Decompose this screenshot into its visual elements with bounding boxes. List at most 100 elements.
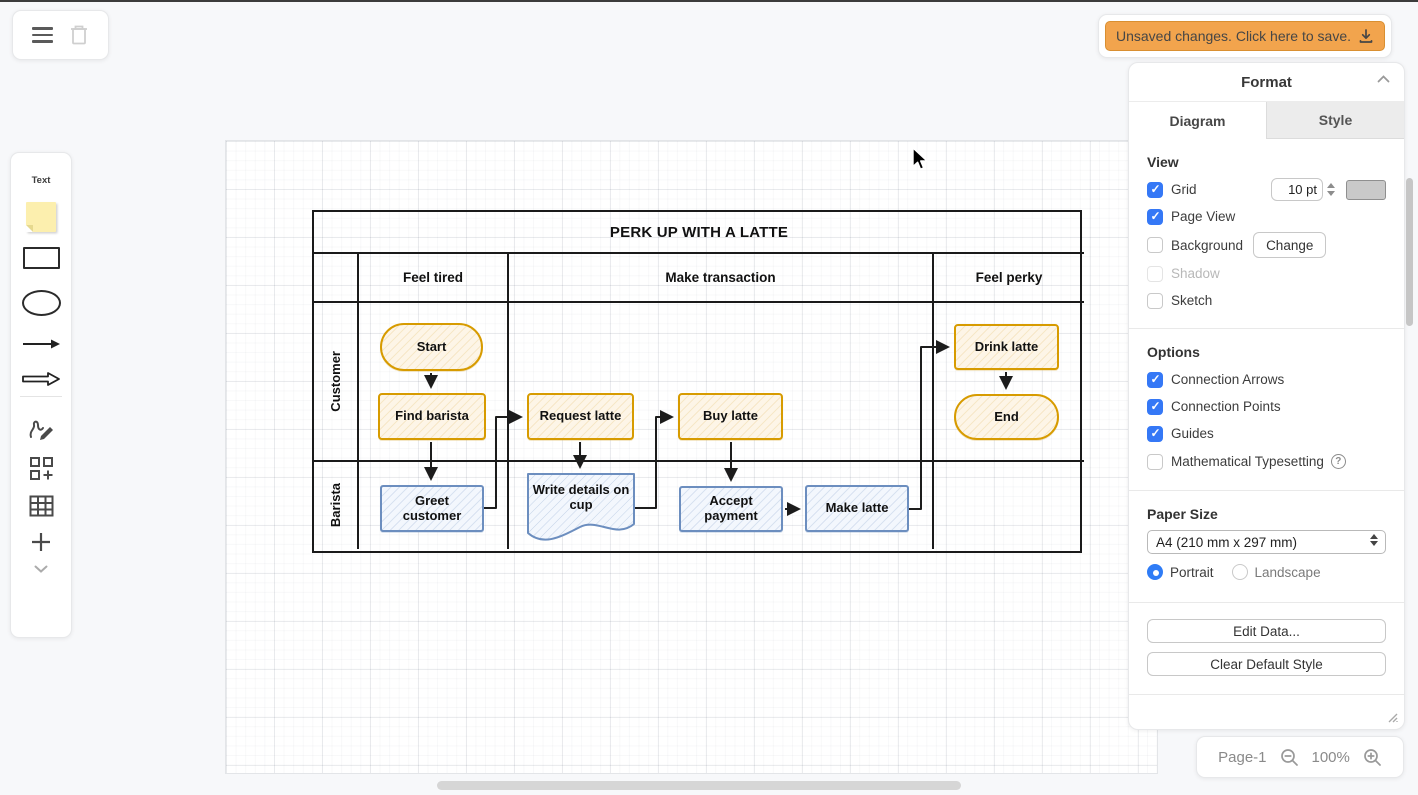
download-icon — [1359, 29, 1373, 43]
phase-header-feel-perky[interactable]: Feel perky — [934, 254, 1084, 303]
portrait-label: Portrait — [1170, 564, 1214, 580]
view-section-heading: View — [1147, 154, 1179, 170]
guides-label: Guides — [1171, 426, 1214, 441]
select-arrows-icon — [1370, 534, 1378, 546]
menu-icon[interactable] — [32, 27, 53, 43]
page-status-bar: Page-1 100% — [1196, 736, 1404, 778]
lane-label-barista[interactable]: Barista — [314, 462, 359, 549]
math-typesetting-label: Mathematical Typesetting — [1171, 454, 1324, 469]
connection-arrows-checkbox[interactable] — [1147, 371, 1163, 388]
window-top-edge — [0, 0, 1418, 2]
landscape-label: Landscape — [1254, 564, 1321, 580]
math-typesetting-checkbox[interactable] — [1147, 453, 1163, 470]
section-divider — [1129, 490, 1404, 491]
save-banner-card: Unsaved changes. Click here to save. — [1098, 14, 1392, 58]
collapse-panel-chevron-icon[interactable] — [1377, 75, 1390, 83]
grid-color-swatch[interactable] — [1346, 179, 1386, 200]
shadow-checkbox[interactable] — [1147, 265, 1163, 282]
page-name-label[interactable]: Page-1 — [1218, 748, 1267, 766]
options-section-heading: Options — [1147, 344, 1200, 360]
lane-cell — [934, 303, 1084, 462]
paper-size-select[interactable]: A4 (210 mm x 297 mm) — [1147, 530, 1386, 554]
more-shapes-icon[interactable] — [29, 456, 54, 481]
radio-dot — [1147, 564, 1163, 580]
section-divider — [1129, 328, 1404, 329]
edge-greet-request — [484, 410, 523, 509]
phase-header-make-transaction[interactable]: Make transaction — [509, 254, 934, 303]
format-panel: Format Diagram Style View Grid Page View… — [1128, 62, 1405, 730]
page-view-label: Page View — [1171, 209, 1236, 224]
portrait-radio[interactable]: Portrait — [1147, 564, 1214, 580]
guides-checkbox[interactable] — [1147, 425, 1163, 442]
change-background-button[interactable]: Change — [1253, 232, 1327, 258]
grid-checkbox[interactable] — [1147, 181, 1163, 198]
lane-cell — [359, 462, 509, 549]
background-label: Background — [1171, 237, 1244, 253]
note-shape-tool[interactable] — [26, 202, 56, 232]
node-accept-payment[interactable]: Accept payment — [679, 486, 783, 532]
radio-dot — [1231, 564, 1248, 580]
edge-makelatte-drink — [909, 340, 950, 510]
text-shape-tool[interactable]: Text — [31, 175, 51, 186]
ellipse-shape-tool[interactable] — [21, 290, 61, 316]
phase-header-feel-tired[interactable]: Feel tired — [359, 254, 509, 303]
unsaved-changes-button[interactable]: Unsaved changes. Click here to save. — [1105, 21, 1385, 51]
pool-corner-cell — [314, 254, 359, 303]
rectangle-shape-tool[interactable] — [22, 247, 60, 269]
node-request-latte[interactable]: Request latte — [527, 393, 634, 440]
paper-size-heading: Paper Size — [1147, 506, 1218, 522]
palette-expand-chevron-icon[interactable] — [34, 565, 48, 573]
landscape-radio[interactable]: Landscape — [1231, 564, 1321, 580]
grid-size-stepper[interactable] — [1323, 178, 1338, 201]
tab-diagram[interactable]: Diagram — [1129, 102, 1266, 139]
edit-data-button[interactable]: Edit Data... — [1147, 619, 1386, 643]
section-divider — [1129, 602, 1404, 603]
freehand-tool-icon[interactable] — [28, 417, 55, 442]
zoom-out-icon[interactable] — [1280, 748, 1299, 767]
background-checkbox[interactable] — [1147, 237, 1163, 253]
grid-size-input[interactable] — [1271, 178, 1323, 201]
main-toolbar — [12, 10, 109, 60]
node-greet-customer[interactable]: Greet customer — [380, 485, 484, 532]
paper-size-value: A4 (210 mm x 297 mm) — [1156, 534, 1298, 550]
tab-style[interactable]: Style — [1266, 102, 1404, 139]
horizontal-scrollbar[interactable] — [437, 781, 961, 790]
section-divider — [1129, 694, 1404, 695]
unsaved-changes-label: Unsaved changes. Click here to save. — [1115, 28, 1351, 44]
pool-title[interactable]: PERK UP WITH A LATTE — [314, 212, 1084, 254]
sketch-checkbox[interactable] — [1147, 292, 1163, 309]
help-icon[interactable] — [1330, 454, 1346, 469]
node-make-latte[interactable]: Make latte — [805, 485, 909, 532]
node-buy-latte[interactable]: Buy latte — [678, 393, 783, 440]
connector-layer — [424, 340, 1013, 541]
node-start[interactable]: Start — [380, 323, 483, 371]
node-find-barista[interactable]: Find barista — [378, 393, 486, 440]
palette-divider — [20, 396, 62, 397]
trash-icon[interactable] — [69, 24, 89, 46]
edge-writedetails-buy — [635, 410, 674, 509]
grid-label: Grid — [1171, 182, 1197, 197]
swimlane-pool[interactable]: PERK UP WITH A LATTE Feel tired Make tra… — [312, 210, 1084, 553]
lane-cell — [359, 303, 509, 462]
document-shape-write-details — [527, 473, 635, 541]
clear-default-style-button[interactable]: Clear Default Style — [1147, 652, 1386, 676]
table-tool-icon[interactable] — [29, 495, 54, 517]
lane-cell — [509, 303, 934, 462]
open-arrow-shape-tool[interactable] — [21, 370, 61, 388]
connection-points-checkbox[interactable] — [1147, 398, 1163, 415]
node-drink-latte[interactable]: Drink latte — [954, 324, 1059, 370]
node-end[interactable]: End — [954, 394, 1059, 440]
arrow-shape-tool[interactable] — [21, 336, 61, 352]
zoom-level-label: 100% — [1311, 748, 1350, 766]
zoom-in-icon[interactable] — [1363, 748, 1382, 767]
add-shape-icon[interactable] — [30, 531, 52, 553]
node-write-details-on-cup[interactable]: Write details on cup — [532, 482, 630, 512]
panel-scrollbar[interactable] — [1406, 178, 1413, 326]
shape-palette: Text — [10, 152, 72, 638]
panel-resize-handle[interactable] — [1386, 711, 1398, 723]
drawing-page[interactable] — [226, 141, 1157, 773]
connection-points-label: Connection Points — [1171, 399, 1281, 414]
page-view-checkbox[interactable] — [1147, 208, 1163, 225]
lane-label-customer[interactable]: Customer — [314, 303, 359, 462]
format-panel-title: Format — [1241, 73, 1292, 91]
